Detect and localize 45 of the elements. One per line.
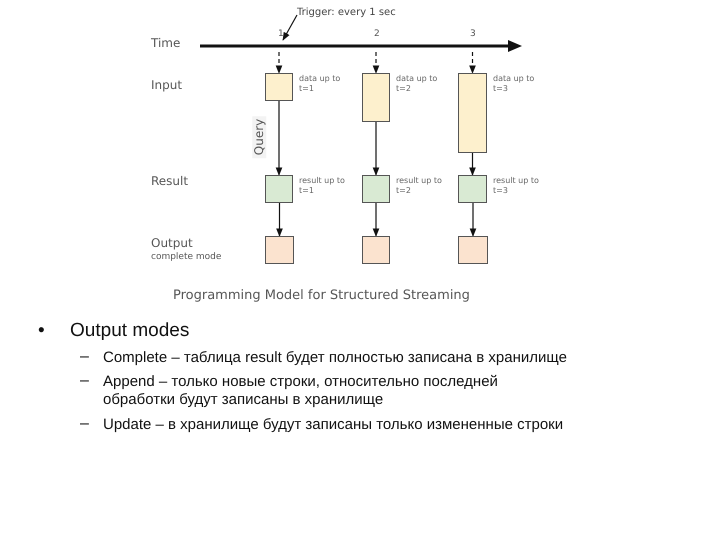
process-box (265, 175, 293, 203)
diagram-caption: Programming Model for Structured Streaming (173, 288, 471, 303)
process-box (362, 236, 390, 264)
list-item: Append – только новые строки, относительно последней обработки будут записаны в хранилище (103, 373, 499, 409)
arrow (469, 153, 476, 176)
tick-label: 3 (470, 29, 476, 39)
process-box (362, 175, 390, 203)
axis-label: Query (252, 116, 266, 158)
bullet: • (38, 320, 45, 342)
arrow (276, 203, 283, 237)
process-box (458, 73, 487, 153)
box-caption: result up to t=3 (493, 176, 540, 196)
time-axis (200, 40, 522, 52)
process-box (458, 175, 487, 203)
tick-label: 1 (278, 29, 284, 39)
row-label: Input (151, 78, 182, 92)
process-box (458, 236, 488, 264)
arrow (469, 52, 476, 74)
row-label: Output (151, 236, 193, 250)
row-label: Result (151, 174, 188, 188)
box-caption: data up to t=3 (493, 74, 536, 94)
trigger-label: Trigger: every 1 sec (297, 7, 427, 21)
list-item: Update – в хранилище будут записаны только измененные строки (103, 416, 564, 433)
arrow (372, 52, 380, 74)
process-box (362, 73, 390, 122)
arrow (470, 203, 476, 237)
dash-bullet: – (80, 372, 89, 390)
arrow (276, 101, 282, 176)
process-box (265, 236, 294, 264)
box-caption: result up to t=2 (396, 176, 443, 196)
arrow (372, 122, 380, 176)
tick-label: 2 (374, 29, 380, 39)
row-label: Time (151, 36, 180, 50)
dash-bullet: – (80, 415, 89, 433)
arrow (276, 52, 282, 74)
box-caption: result up to t=1 (299, 176, 346, 196)
arrow (372, 203, 380, 237)
box-caption: data up to t=2 (396, 74, 438, 94)
list-item: Complete – таблица result будет полностью записана в хранилище (103, 349, 568, 366)
dash-bullet: – (80, 348, 89, 366)
box-caption: data up to t=1 (299, 74, 342, 94)
arrow (282, 14, 298, 41)
bullet-heading: Output modes (70, 320, 190, 342)
row-label: complete mode (151, 252, 222, 262)
process-box (265, 73, 293, 101)
